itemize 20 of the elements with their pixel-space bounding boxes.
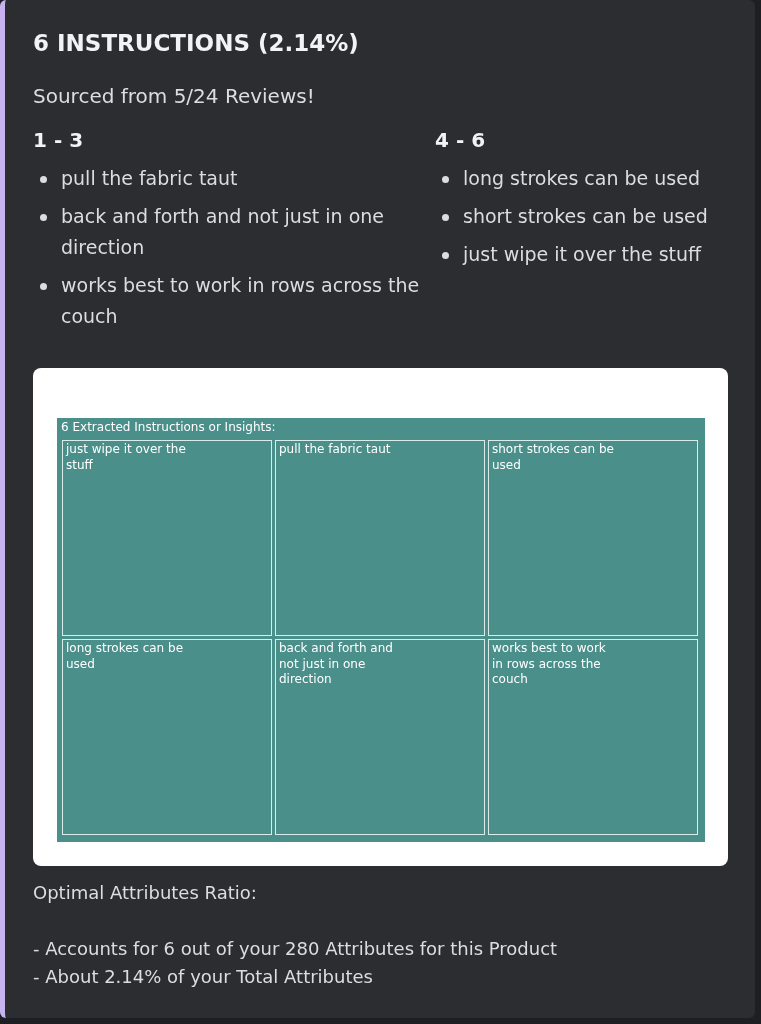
bullet-item: works best to work in rows across the couch [61,274,420,327]
treemap-tile: back and forth and not just in one direction [275,639,485,835]
column-heading: 1 - 3 [33,128,84,152]
note-line: - Accounts for 6 out of your 280 Attributes for this Product [33,938,558,959]
treemap-tile: works best to work in rows across the couch [488,639,698,835]
bullet-item: short strokes can be used [463,205,708,227]
treemap-area [57,418,705,842]
note-line: - About 2.14% of your Total Attributes [33,966,373,987]
bullet-item: long strokes can be used [463,167,701,189]
heading: 6 INSTRUCTIONS (2.14%) [33,30,359,56]
column-heading: 4 - 6 [435,128,486,152]
bullet-item: just wipe it over the stuff [463,243,702,265]
treemap-tile: long strokes can be used [62,639,272,835]
treemap-title: 6 Extracted Instructions or Insights: [61,420,276,436]
treemap-tile: pull the fabric taut [275,440,485,636]
bullet-item: pull the fabric taut [61,167,238,189]
treemap-tile: just wipe it over the stuff [62,440,272,636]
subtitle: Sourced from 5/24 Reviews! [33,84,315,108]
treemap-tile: short strokes can be used [488,440,698,636]
note-heading: Optimal Attributes Ratio: [33,882,257,903]
